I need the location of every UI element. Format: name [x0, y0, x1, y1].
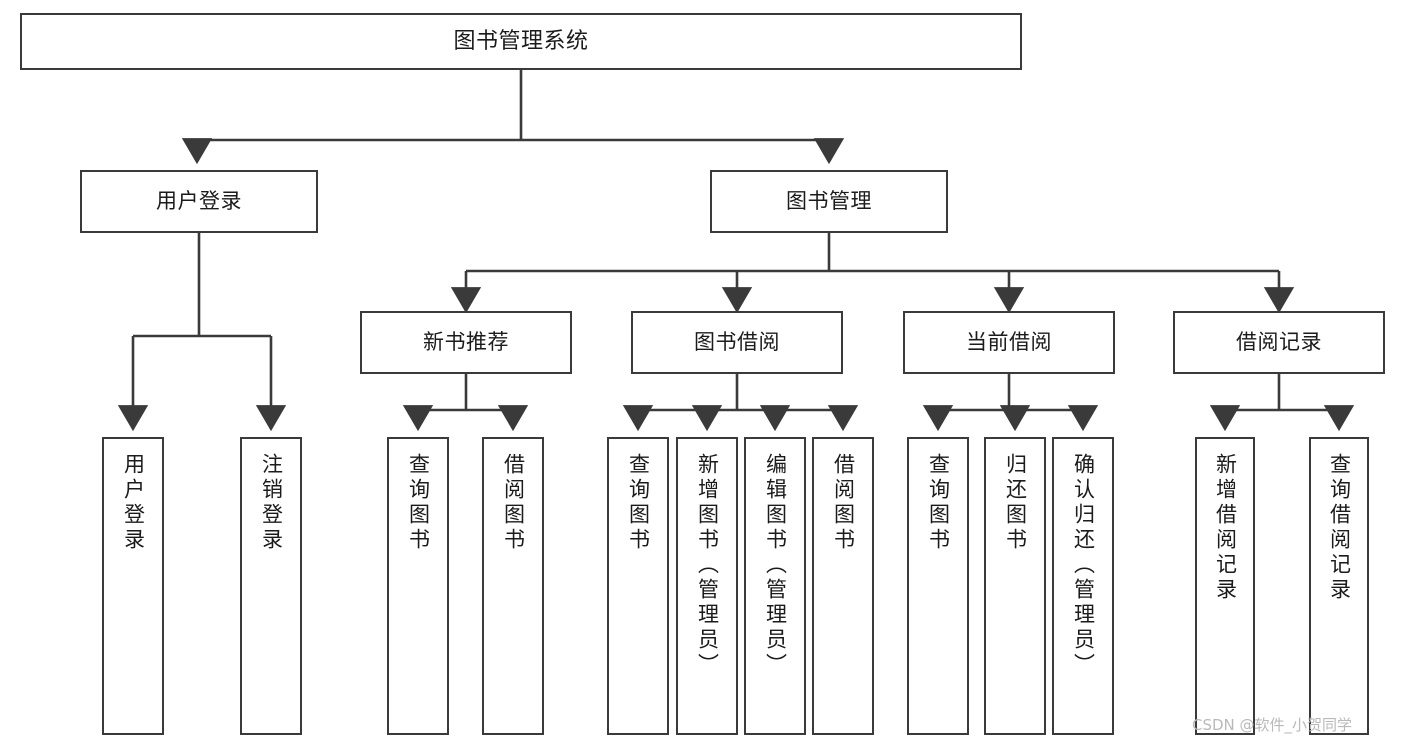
leaf-borrow-edit-book[interactable]: 编辑图书（管理员）	[744, 437, 806, 735]
node-label: 编辑图书（管理员）	[763, 453, 788, 678]
node-label: 图书借阅	[694, 330, 780, 355]
leaf-current-return-book[interactable]: 归还图书	[984, 437, 1046, 735]
node-label: 归还图书	[1003, 453, 1028, 553]
node-current-borrow[interactable]: 当前借阅	[903, 311, 1115, 374]
leaf-borrow-add-book[interactable]: 新增图书（管理员）	[676, 437, 738, 735]
leaf-borrow-query-book[interactable]: 查询图书	[607, 437, 669, 735]
node-label: 确认归还（管理员）	[1071, 453, 1096, 678]
node-label: 图书管理	[786, 189, 872, 214]
node-label: 新增借阅记录	[1213, 453, 1238, 603]
leaf-record-query[interactable]: 查询借阅记录	[1309, 437, 1369, 735]
node-label: 用户登录	[121, 453, 146, 553]
node-label: 新增图书（管理员）	[695, 453, 720, 678]
node-label: 用户登录	[156, 189, 242, 214]
node-borrow-record[interactable]: 借阅记录	[1173, 311, 1385, 374]
node-label: 当前借阅	[966, 330, 1052, 355]
leaf-user-login[interactable]: 用户登录	[102, 437, 164, 735]
node-label: 查询图书	[926, 453, 951, 553]
node-book-management[interactable]: 图书管理	[710, 170, 948, 233]
leaf-logout[interactable]: 注销登录	[240, 437, 302, 735]
leaf-newbook-borrow-book[interactable]: 借阅图书	[482, 437, 544, 735]
node-label: 查询图书	[406, 453, 431, 553]
leaf-record-add[interactable]: 新增借阅记录	[1195, 437, 1255, 735]
node-label: 注销登录	[259, 453, 284, 553]
node-user-login[interactable]: 用户登录	[80, 170, 318, 233]
node-new-book-recommend[interactable]: 新书推荐	[360, 311, 572, 374]
node-label: 查询借阅记录	[1327, 453, 1352, 603]
leaf-current-confirm-return[interactable]: 确认归还（管理员）	[1052, 437, 1114, 735]
node-book-borrow[interactable]: 图书借阅	[631, 311, 843, 374]
node-root-system[interactable]: 图书管理系统	[20, 13, 1022, 70]
node-label: 查询图书	[626, 453, 651, 553]
node-label: 借阅记录	[1236, 330, 1322, 355]
node-label: 借阅图书	[831, 453, 856, 553]
leaf-borrow-borrow-book[interactable]: 借阅图书	[812, 437, 874, 735]
leaf-current-query-book[interactable]: 查询图书	[907, 437, 969, 735]
watermark-text: CSDN @软件_小贺同学	[1192, 716, 1353, 734]
node-label: 新书推荐	[423, 330, 509, 355]
node-label: 图书管理系统	[453, 28, 589, 54]
leaf-newbook-query-book[interactable]: 查询图书	[387, 437, 449, 735]
node-label: 借阅图书	[501, 453, 526, 553]
